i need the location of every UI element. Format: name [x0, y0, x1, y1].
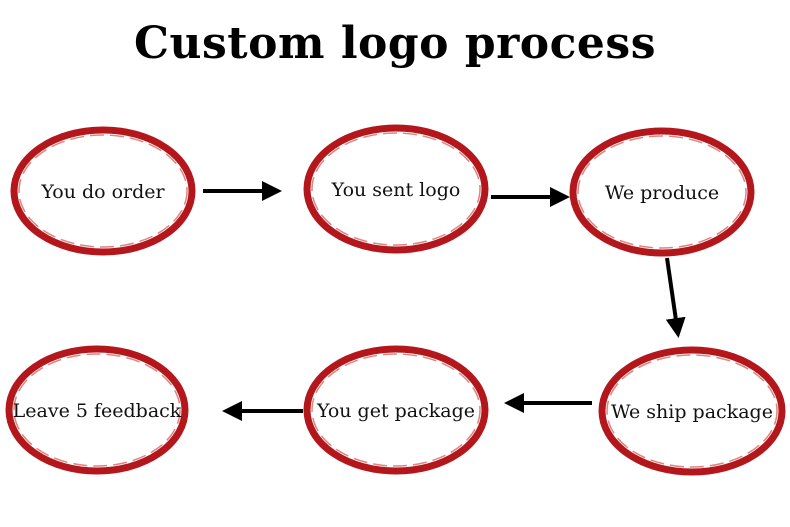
step-ring-6: [5, 345, 189, 475]
step-node-4: We ship package: [598, 346, 786, 476]
step-ring-4-inner: [606, 354, 778, 468]
page-title: Custom logo process: [134, 18, 656, 69]
step-node-2: You sent logo: [303, 124, 489, 254]
step-node-1: You do order: [10, 126, 196, 256]
step-label-4: We ship package: [611, 401, 773, 423]
step-node-3: We produce: [569, 127, 755, 257]
step-ring-3-inner: [577, 135, 747, 249]
step-ring-1-inner: [18, 134, 188, 248]
step-node-5: You get package: [303, 345, 489, 475]
step-ring-3: [569, 127, 755, 257]
step-ring-6-inner: [13, 353, 181, 467]
step-ring-4: [598, 346, 786, 476]
step-ring-5: [303, 345, 489, 475]
step-ring-5-inner: [311, 353, 481, 467]
step-ring-2: [303, 124, 489, 254]
step-label-6: Leave 5 feedback: [13, 400, 182, 422]
step-node-6: Leave 5 feedback: [5, 345, 189, 475]
arrow-step3-to-step4: [665, 257, 686, 338]
step-ring-2-inner: [311, 132, 481, 246]
step-label-3: We produce: [605, 182, 719, 204]
step-ring-1: [10, 126, 196, 256]
step-label-2: You sent logo: [331, 179, 461, 201]
step-label-5: You get package: [316, 400, 475, 422]
step-label-1: You do order: [40, 181, 165, 203]
